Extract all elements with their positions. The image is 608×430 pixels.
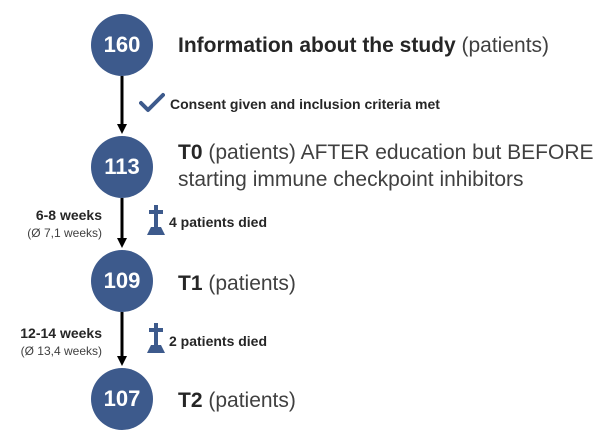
stage-label-bold: T1: [178, 272, 203, 295]
stage-label-bold: T0: [178, 141, 203, 164]
stage-label-rest: (patients): [202, 272, 296, 295]
consent-note: Consent given and inclusion criteria met: [170, 96, 440, 112]
interval-duration: 6-8 weeks: [35, 207, 102, 223]
interval-duration: 12-14 weeks: [20, 325, 102, 341]
cross-icon: [147, 205, 165, 235]
stage-label-bold: Information about the study: [178, 34, 456, 57]
stage-count-circle: 109: [91, 250, 153, 312]
arrow-109-to-107: [117, 312, 127, 368]
stage-count-circle: 113: [91, 136, 153, 198]
interval-label: 12-14 weeks (Ø 13,4 weeks): [20, 325, 102, 358]
interval-average: (Ø 7,1 weeks): [27, 226, 102, 240]
stage-label: T0 (patients) AFTER education but BEFORE…: [178, 139, 594, 193]
stage-count-circle: 160: [91, 14, 153, 76]
stage-label: T1 (patients): [178, 270, 296, 297]
stage-label: T2 (patients): [178, 387, 296, 414]
cross-icon: [147, 323, 165, 353]
stage-count-circle: 107: [91, 368, 153, 430]
death-note: 2 patients died: [169, 333, 268, 349]
arrow-160-to-113: [117, 76, 127, 136]
stage-label-rest: (patients) AFTER education but BEFORE: [202, 141, 594, 164]
stage-label-rest: (patients): [202, 389, 296, 412]
stage-label-bold: T2: [178, 389, 203, 412]
stage-label-rest: (patients): [455, 34, 550, 57]
checkmark-icon: [139, 93, 165, 112]
stage-label-line2: starting immune checkpoint inhibitors: [178, 168, 524, 191]
arrow-113-to-109: [117, 198, 127, 250]
death-note: 4 patients died: [169, 214, 268, 230]
interval-label: 6-8 weeks (Ø 7,1 weeks): [27, 207, 102, 240]
interval-average: (Ø 13,4 weeks): [20, 344, 102, 358]
stage-label: Information about the study (patients): [178, 32, 549, 59]
